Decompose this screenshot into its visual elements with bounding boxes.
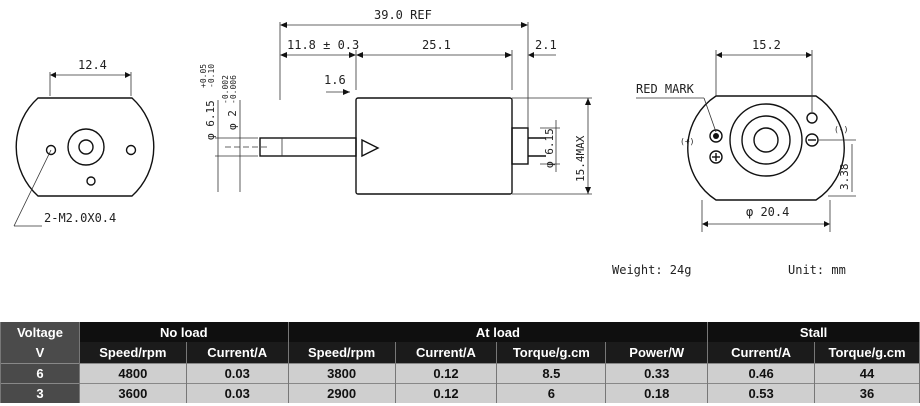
table-cell: 3800	[287, 363, 396, 384]
table-row: 3 3600 0.03 2900 0.12 6 0.18 0.53 36	[0, 383, 920, 403]
rear-offset-label: 3.38	[838, 164, 851, 191]
red-mark-label: RED MARK	[636, 82, 695, 96]
table-cell: 0.12	[394, 363, 498, 384]
spindle-tol-plus: -0.002	[221, 75, 230, 104]
overall-length-label: 39.0 REF	[374, 8, 432, 22]
table-cell: 6	[496, 383, 607, 403]
header-voltage: Voltage	[0, 322, 80, 342]
spindle-dia-label: φ 2	[226, 110, 239, 130]
table-cell: 0.46	[707, 363, 816, 384]
table-cell: 0.33	[605, 363, 709, 384]
rear-dia-label: φ 20.4	[746, 205, 789, 219]
table-cell: 8.5	[496, 363, 607, 384]
front-width-label: 12.4	[78, 58, 107, 72]
table-row: 6 4800 0.03 3800 0.12 8.5 0.33 0.46 44	[0, 363, 920, 384]
header-current: Current/A	[707, 342, 816, 364]
table-cell: 6	[0, 363, 80, 384]
table-cell: 3600	[78, 383, 187, 403]
table-cell: 0.03	[185, 363, 289, 384]
rear-view: 15.2 RED MARK (+) (-) 3.38 φ 20.4	[636, 38, 856, 232]
table-cell: 36	[814, 383, 920, 403]
header-torque: Torque/g.cm	[814, 342, 920, 364]
header-power: Power/W	[605, 342, 709, 364]
table-cell: 44	[814, 363, 920, 384]
header-at-load: At load	[287, 322, 709, 342]
header-speed: Speed/rpm	[78, 342, 187, 364]
shaft-dia-tol-minus: -0.10	[207, 64, 216, 88]
table-cell: 0.12	[394, 383, 498, 403]
header-no-load: No load	[78, 322, 289, 342]
header-stall: Stall	[707, 322, 920, 342]
motor-drawing: 12.4 2-M2.0X0.4 39.0 REF 11.8 ± 0.3 25.1…	[13, 8, 856, 277]
rear-width-label: 15.2	[752, 38, 781, 52]
side-view: 39.0 REF 11.8 ± 0.3 25.1 2.1 1.6 φ 6.15	[199, 8, 592, 195]
table-cell: 3	[0, 383, 80, 403]
header-torque: Torque/g.cm	[496, 342, 607, 364]
table-cell: 0.03	[185, 383, 289, 403]
table-cell: 2900	[287, 383, 396, 403]
table-cell: 0.18	[605, 383, 709, 403]
header-speed: Speed/rpm	[287, 342, 396, 364]
table-cell: 4800	[78, 363, 187, 384]
shaft-dia-label: φ 6.15	[204, 100, 217, 140]
table-header-sub: V Speed/rpm Current/A Speed/rpm Current/…	[0, 342, 920, 364]
plus-label: (+)	[680, 137, 694, 146]
shaft-length-label: 11.8 ± 0.3	[287, 38, 359, 52]
body-dia-label: 15.4MAX	[574, 135, 587, 182]
header-current: Current/A	[185, 342, 289, 364]
spindle-tol-minus: -0.006	[229, 75, 238, 104]
terminal-length-label: 2.1	[535, 38, 557, 52]
step-length-label: 1.6	[324, 73, 346, 87]
weight-label: Weight: 24g	[612, 263, 691, 277]
header-current: Current/A	[394, 342, 498, 364]
table-cell: 0.53	[707, 383, 816, 403]
shaft-dia-tol-plus: +0.05	[199, 64, 208, 88]
body-length-label: 25.1	[422, 38, 451, 52]
table-header-top: Voltage No load At load Stall	[0, 322, 920, 342]
minus-label: (-)	[834, 125, 848, 134]
front-hole-label: 2-M2.0X0.4	[44, 211, 116, 225]
front-view: 12.4 2-M2.0X0.4	[13, 58, 155, 227]
header-v: V	[0, 342, 80, 364]
unit-label: Unit: mm	[788, 263, 846, 277]
spec-table: Voltage No load At load Stall V Speed/rp…	[0, 322, 920, 403]
boss-dia-label: φ 6.15	[543, 128, 556, 168]
